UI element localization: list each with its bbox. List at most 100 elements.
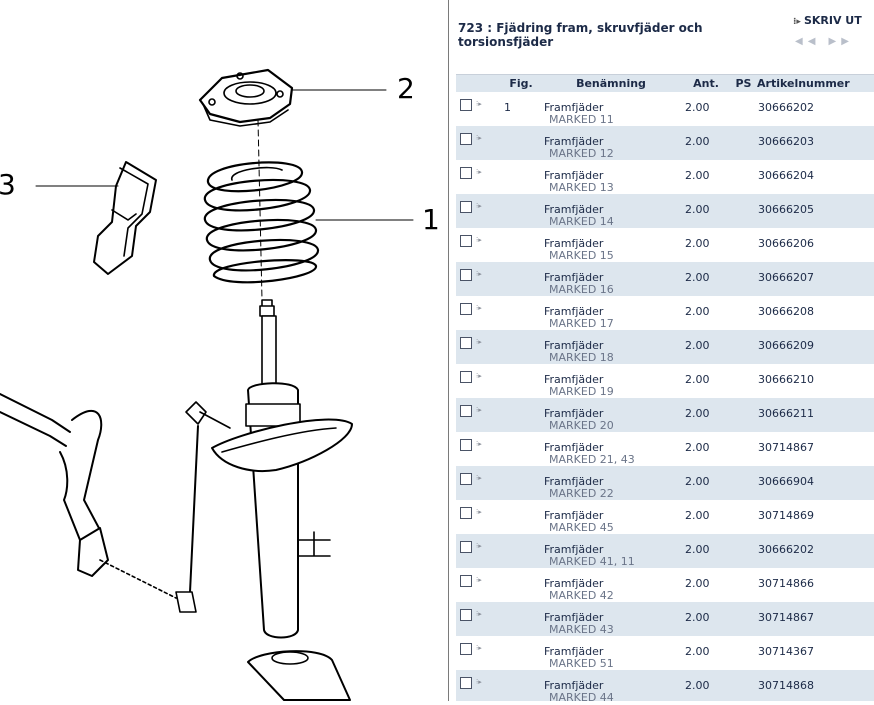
ps-value — [731, 636, 756, 645]
row-checkbox[interactable] — [460, 371, 472, 383]
article-number[interactable]: 30714866 — [758, 577, 814, 590]
page-title: 723 : Fjädring fram, skruvfjäder och tor… — [458, 21, 703, 49]
row-menu-icon[interactable]: ⁝▸ — [476, 270, 482, 278]
row-checkbox[interactable] — [460, 507, 472, 519]
quantity: 2.00 — [685, 475, 710, 488]
article-number[interactable]: 30714868 — [758, 679, 814, 692]
callout-1[interactable]: 1 — [422, 203, 440, 236]
row-menu-icon[interactable]: ⁝▸ — [476, 372, 482, 380]
row-checkbox[interactable] — [460, 201, 472, 213]
row-menu-icon[interactable]: ⁝▸ — [476, 474, 482, 482]
parts-diagram[interactable]: 1 2 3 — [0, 0, 448, 701]
row-menu-icon[interactable]: ⁝▸ — [476, 134, 482, 142]
callout-2[interactable]: 2 — [397, 72, 415, 105]
row-menu-icon[interactable]: ⁝▸ — [476, 610, 482, 618]
quantity: 2.00 — [685, 169, 710, 182]
row-menu-icon[interactable]: ⁝▸ — [476, 508, 482, 516]
row-checkbox[interactable] — [460, 337, 472, 349]
part-name: Framfjäder — [544, 101, 604, 114]
pager-arrows[interactable]: ◀◀ ▶▶ — [795, 36, 854, 47]
row-menu-icon[interactable]: ⁝▸ — [476, 100, 482, 108]
article-number[interactable]: 30714867 — [758, 441, 814, 454]
row-checkbox[interactable] — [460, 133, 472, 145]
article-number[interactable]: 30714867 — [758, 611, 814, 624]
article-number[interactable]: 30666211 — [758, 407, 814, 420]
row-menu-icon[interactable]: ⁝▸ — [476, 338, 482, 346]
article-number[interactable]: 30666206 — [758, 237, 814, 250]
fig-cell — [501, 330, 541, 364]
article-number[interactable]: 30666202 — [758, 543, 814, 556]
row-checkbox[interactable] — [460, 541, 472, 553]
article-number[interactable]: 30666209 — [758, 339, 814, 352]
ps-value — [731, 92, 756, 101]
fig-cell — [501, 296, 541, 330]
row-menu-icon[interactable]: ⁝▸ — [476, 440, 482, 448]
article-number[interactable]: 30666202 — [758, 101, 814, 114]
part-marking: MARKED 42 — [549, 589, 614, 602]
row-menu-icon[interactable]: ⁝▸ — [476, 168, 482, 176]
row-checkbox[interactable] — [460, 677, 472, 689]
article-number[interactable]: 30666208 — [758, 305, 814, 318]
article-number[interactable]: 30666205 — [758, 203, 814, 216]
article-number[interactable]: 30666203 — [758, 135, 814, 148]
ps-value — [731, 500, 756, 509]
fig-cell — [501, 670, 541, 701]
fig-number — [501, 160, 541, 169]
row-menu-icon[interactable]: ⁝▸ — [476, 406, 482, 414]
row-menu-icon[interactable]: ⁝▸ — [476, 678, 482, 686]
suspension-exploded-view: 1 2 3 — [0, 68, 440, 701]
row-menu-icon[interactable]: ⁝▸ — [476, 202, 482, 210]
row-menu-icon[interactable]: ⁝▸ — [476, 576, 482, 584]
ps-cell — [731, 262, 756, 296]
quantity: 2.00 — [685, 135, 710, 148]
row-menu-icon[interactable]: ⁝▸ — [476, 542, 482, 550]
row-checkbox[interactable] — [460, 303, 472, 315]
row-checkbox[interactable] — [460, 167, 472, 179]
article-number[interactable]: 30714869 — [758, 509, 814, 522]
row-checkbox[interactable] — [460, 609, 472, 621]
row-menu-icon[interactable]: ⁝▸ — [476, 644, 482, 652]
callout-3[interactable]: 3 — [0, 168, 16, 201]
ps-value — [731, 466, 756, 475]
row-checkbox[interactable] — [460, 99, 472, 111]
row-checkbox[interactable] — [460, 575, 472, 587]
article-number[interactable]: 30666210 — [758, 373, 814, 386]
row-checkbox[interactable] — [460, 439, 472, 451]
part-name: Framfjäder — [544, 407, 604, 420]
row-menu-icon[interactable]: ⁝▸ — [476, 304, 482, 312]
ant-cell: 2.00 — [681, 262, 731, 296]
ant-cell: 2.00 — [681, 636, 731, 670]
print-button[interactable]: ⁝▸SKRIV UT — [793, 14, 862, 27]
row-checkbox[interactable] — [460, 269, 472, 281]
article-number[interactable]: 30714367 — [758, 645, 814, 658]
row-menu-icon[interactable]: ⁝▸ — [476, 236, 482, 244]
article-number[interactable]: 30666904 — [758, 475, 814, 488]
article-number[interactable]: 30666204 — [758, 169, 814, 182]
article-number[interactable]: 30666207 — [758, 271, 814, 284]
row-checkbox[interactable] — [460, 405, 472, 417]
row-checkbox[interactable] — [460, 235, 472, 247]
row-checkbox[interactable] — [460, 643, 472, 655]
row-checkbox[interactable] — [460, 473, 472, 485]
